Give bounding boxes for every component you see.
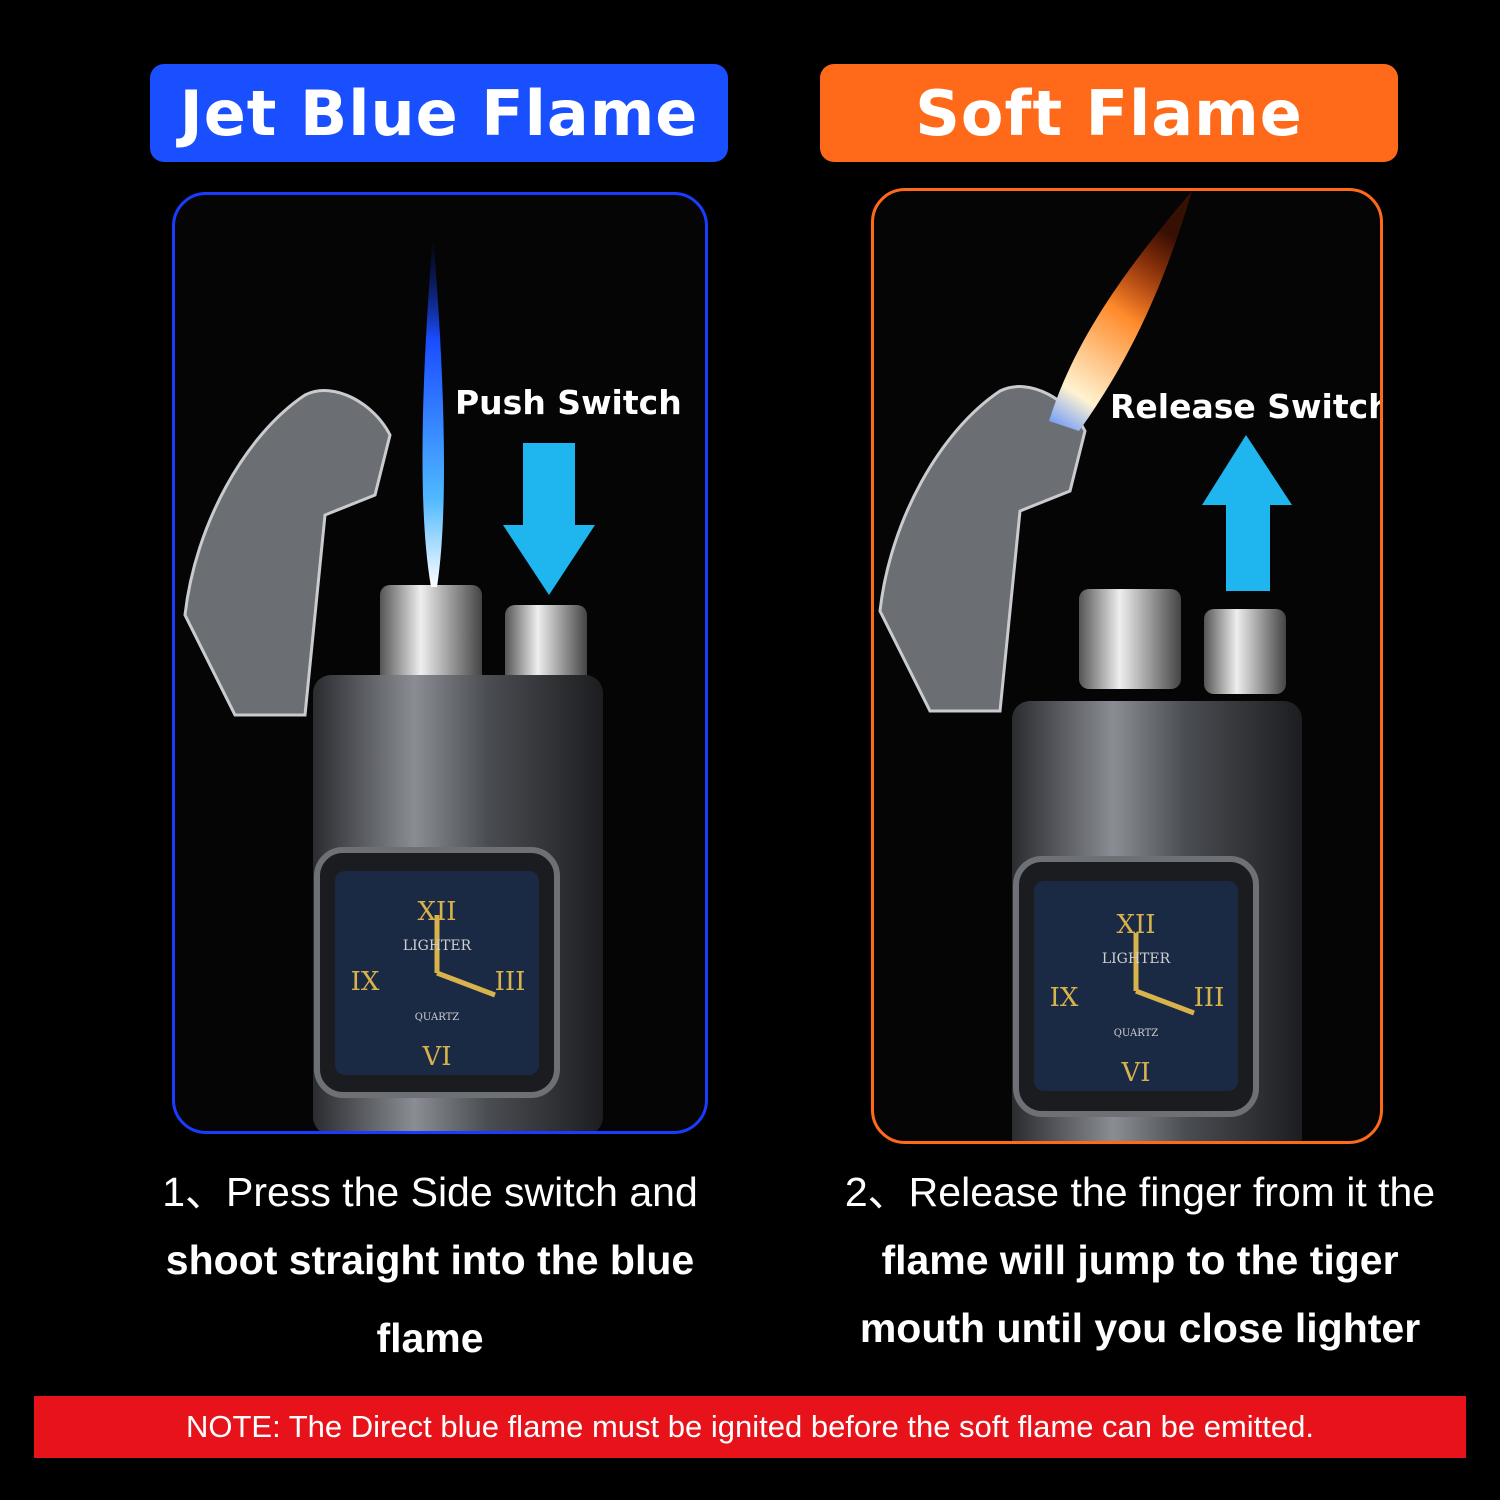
numeral-six: VI	[1120, 1058, 1150, 1088]
note-bar: NOTE: The Direct blue flame must be igni…	[34, 1396, 1466, 1458]
watch-movement: QUARTZ	[1114, 1028, 1159, 1039]
jet-flame-panel: XII III VI IX LIGHTER QUARTZ Push Switch	[172, 192, 708, 1134]
numeral-six: VI	[421, 1042, 451, 1072]
banner-title: Soft Flame	[915, 76, 1303, 150]
watch-brand: LIGHTER	[403, 938, 472, 954]
lighter-soft-illustration: XII III VI IX LIGHTER QUARTZ	[878, 191, 1302, 1141]
soft-flame-banner: Soft Flame	[820, 64, 1398, 162]
left-caption-line3: flame	[376, 1315, 484, 1361]
numeral-twelve: XII	[1116, 910, 1155, 940]
right-caption-line2: flame will jump to the tiger	[881, 1237, 1399, 1283]
jet-blue-flame-banner: Jet Blue Flame	[150, 64, 728, 162]
dragon-head-icon	[183, 389, 392, 717]
watch-brand: LIGHTER	[1102, 951, 1171, 967]
dragon-head-icon	[878, 385, 1087, 713]
left-caption-line1: 1、Press the Side switch and	[162, 1169, 698, 1215]
banner-title: Jet Blue Flame	[179, 76, 699, 150]
arrow-down-icon	[503, 443, 595, 595]
numeral-nine: IX	[1050, 983, 1079, 1013]
arrow-up-icon	[1202, 435, 1292, 591]
blue-flame-icon	[422, 233, 445, 587]
soft-flame-icon	[1049, 191, 1192, 431]
push-switch-label: Push Switch	[455, 383, 682, 422]
soft-flame-panel: XII III VI IX LIGHTER QUARTZ Release Swi…	[871, 188, 1383, 1144]
right-caption-line3: mouth until you close lighter	[859, 1305, 1421, 1351]
numeral-twelve: XII	[417, 897, 456, 927]
right-caption-line1: 2、Release the finger from it the	[844, 1169, 1436, 1215]
release-switch-label: Release Switch	[1110, 387, 1383, 426]
watch-movement: QUARTZ	[415, 1012, 460, 1023]
numeral-three: III	[495, 967, 526, 997]
note-text: NOTE: The Direct blue flame must be igni…	[185, 1409, 1315, 1444]
left-caption: 1、Press the Side switch and shoot straig…	[100, 1158, 760, 1372]
left-caption-line2: shoot straight into the blue	[165, 1237, 695, 1283]
lighter-jet-illustration: XII III VI IX LIGHTER QUARTZ	[183, 233, 603, 1131]
right-caption: 2、Release the finger from it the flame w…	[780, 1158, 1500, 1362]
numeral-three: III	[1194, 983, 1225, 1013]
numeral-nine: IX	[351, 967, 380, 997]
